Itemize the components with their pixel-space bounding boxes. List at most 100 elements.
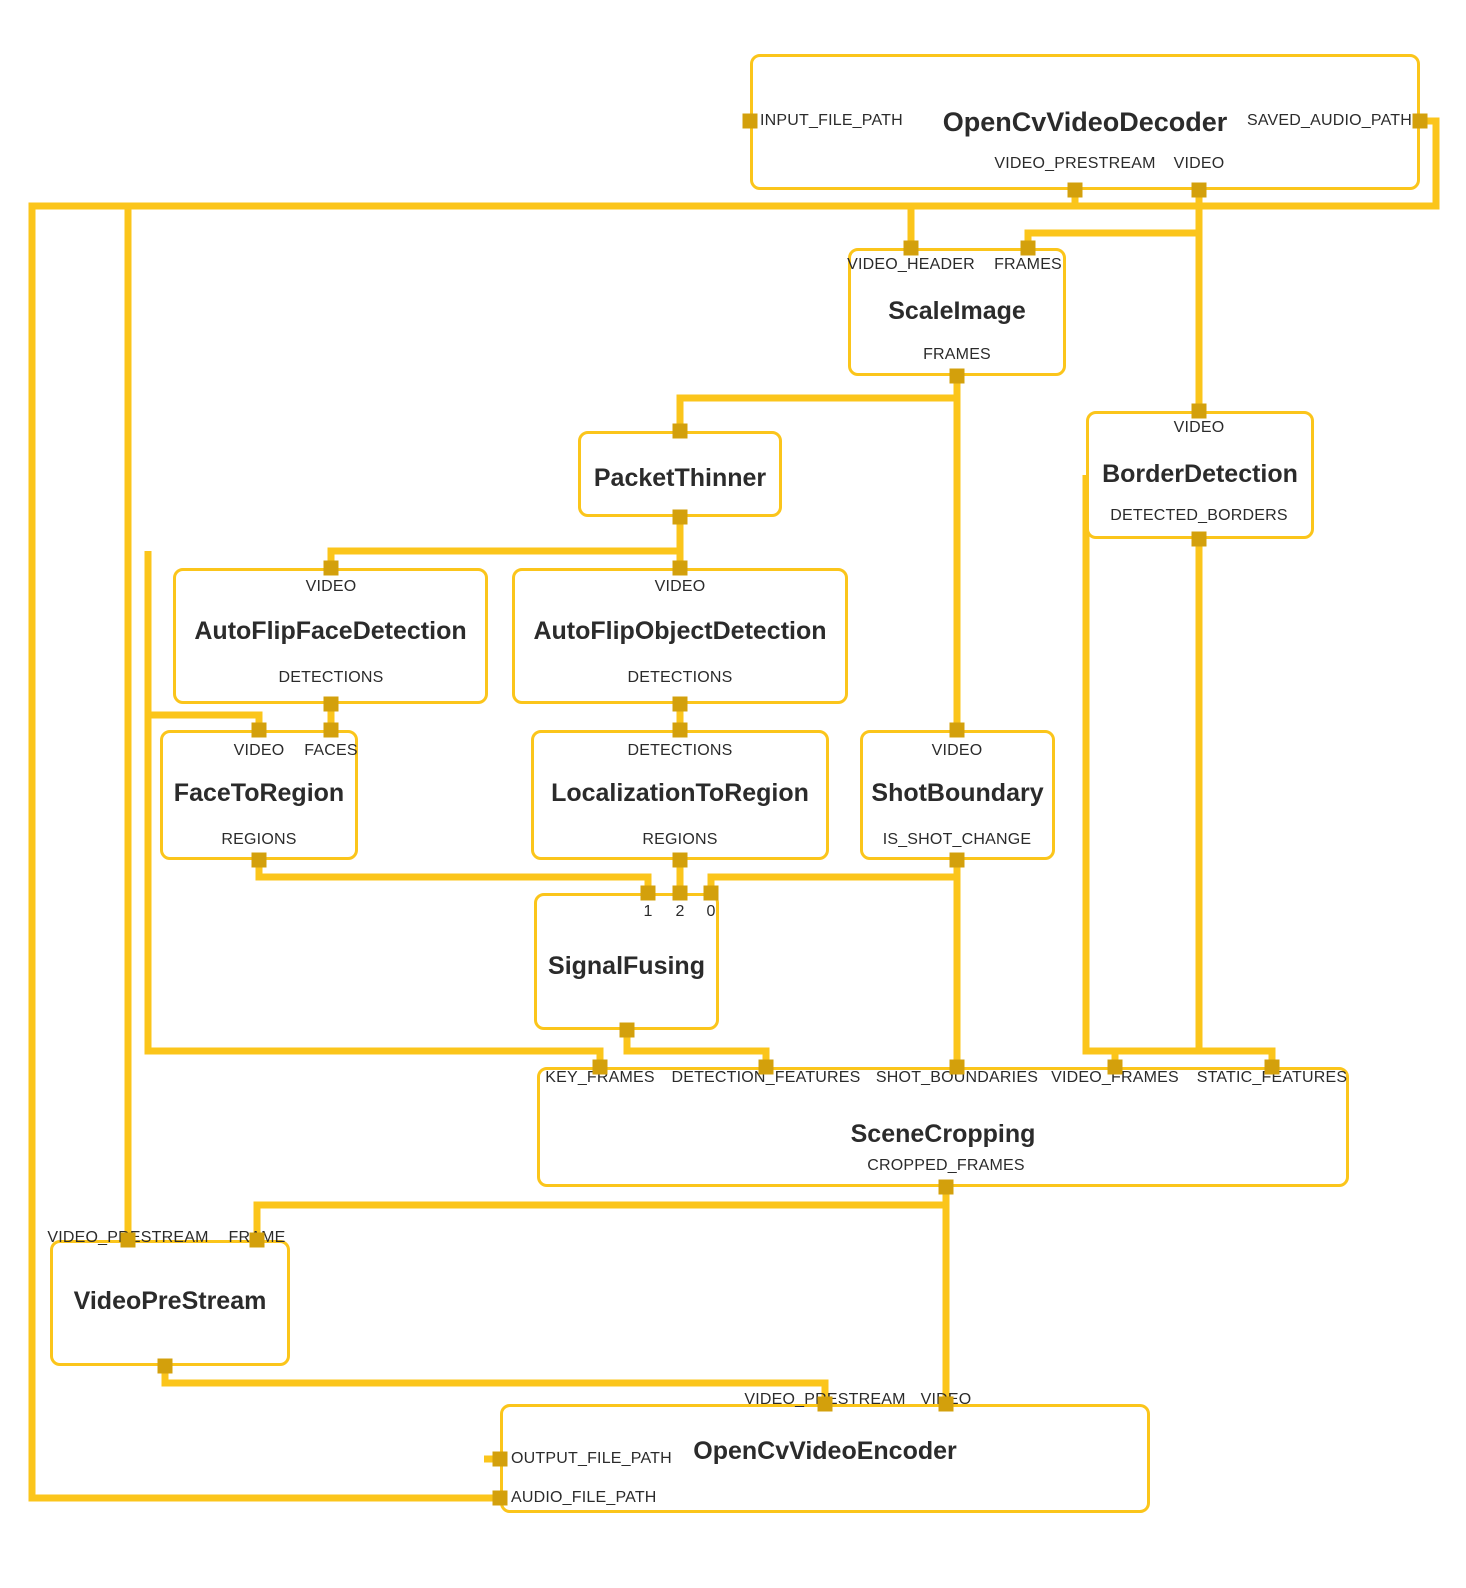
port-ove-video-prestream-in[interactable] <box>817 1396 833 1412</box>
node-title-scene-cropping: SceneCropping <box>850 1120 1036 1148</box>
node-border-detection[interactable]: BorderDetection <box>1086 411 1314 539</box>
node-title-autoflip-object-detection: AutoFlipObjectDetection <box>533 617 827 645</box>
node-title-signal-fusing: SignalFusing <box>548 952 705 980</box>
port-ove-audio-file-path[interactable] <box>492 1490 508 1506</box>
port-sb-video-in[interactable] <box>949 722 965 738</box>
port-label-ltr-regions-out: REGIONS <box>642 831 718 848</box>
port-label-ove-audio-file-path: AUDIO_FILE_PATH <box>511 1489 657 1506</box>
edge-decoder-video-to-scaleimage-frames <box>1024 190 1203 248</box>
node-scene-cropping[interactable]: SceneCropping <box>537 1067 1349 1187</box>
port-label-detected-borders-out: DETECTED_BORDERS <box>1110 507 1288 524</box>
port-ftr-regions-out[interactable] <box>251 852 267 868</box>
port-aflod-video-in[interactable] <box>672 560 688 576</box>
port-label-saved-audio-path: SAVED_AUDIO_PATH <box>1246 112 1412 129</box>
port-label-sf-in-1: 1 <box>643 903 653 920</box>
port-label-aflod-video-in: VIDEO <box>654 578 706 595</box>
port-label-video-out: VIDEO <box>1173 155 1225 172</box>
port-sf-in-2[interactable] <box>672 885 688 901</box>
port-ftr-video-in[interactable] <box>251 722 267 738</box>
node-title-opencv-video-decoder: OpenCvVideoDecoder <box>942 107 1228 137</box>
node-title-border-detection: BorderDetection <box>1102 460 1298 488</box>
port-sf-in-1[interactable] <box>640 885 656 901</box>
port-video-in[interactable] <box>1191 403 1207 419</box>
port-sf-in-0[interactable] <box>703 885 719 901</box>
port-label-ltr-detections-in: DETECTIONS <box>627 742 733 759</box>
port-label-ftr-video-in: VIDEO <box>233 742 285 759</box>
edge-decoder-prestream-to-scaleimage-header <box>907 190 1079 248</box>
port-sc-detection-features[interactable] <box>758 1059 774 1075</box>
port-video-out[interactable] <box>1191 182 1207 198</box>
edge-decoder-prestream-to-videoprestream <box>124 202 1075 1240</box>
port-sf-out[interactable] <box>619 1022 635 1038</box>
node-signal-fusing[interactable]: SignalFusing <box>534 893 719 1030</box>
port-pt-out[interactable] <box>672 509 688 525</box>
edge-border-video-rail-left <box>1082 475 1115 1055</box>
node-video-pre-stream[interactable]: VideoPreStream <box>50 1240 290 1366</box>
node-title-scale-image: ScaleImage <box>888 297 1026 325</box>
port-sc-cropped-frames[interactable] <box>938 1179 954 1195</box>
port-ltr-detections-in[interactable] <box>672 722 688 738</box>
port-label-sc-key-frames: KEY_FRAMES <box>545 1069 655 1086</box>
port-label-sf-in-2: 2 <box>675 903 685 920</box>
port-sc-shot-boundaries[interactable] <box>949 1059 965 1075</box>
node-opencv-video-decoder[interactable]: OpenCvVideoDecoder <box>750 54 1420 190</box>
node-shot-boundary[interactable]: ShotBoundary <box>860 730 1055 860</box>
port-ove-video-in[interactable] <box>938 1396 954 1412</box>
port-pt-in[interactable] <box>672 423 688 439</box>
port-label-video-prestream-out: VIDEO_PRESTREAM <box>994 155 1156 172</box>
port-detected-borders-out[interactable] <box>1191 531 1207 547</box>
node-packet-thinner[interactable]: PacketThinner <box>578 431 782 517</box>
port-vps-frame-in[interactable] <box>249 1232 265 1248</box>
port-label-sc-static-features: STATIC_FEATURES <box>1196 1069 1348 1086</box>
port-frames-out[interactable] <box>949 368 965 384</box>
port-label-frames-out: FRAMES <box>923 346 991 363</box>
node-title-localization-to-region: LocalizationToRegion <box>551 779 809 807</box>
port-sc-video-frames[interactable] <box>1107 1059 1123 1075</box>
port-aflod-detections-out[interactable] <box>672 696 688 712</box>
node-autoflip-object-detection[interactable]: AutoFlipObjectDetection <box>512 568 848 704</box>
node-title-autoflip-face-detection: AutoFlipFaceDetection <box>194 617 467 645</box>
port-label-sc-detection-features: DETECTION_FEATURES <box>671 1069 861 1086</box>
port-label-sb-is-shot-change-out: IS_SHOT_CHANGE <box>882 831 1032 848</box>
port-ftr-faces-in[interactable] <box>323 722 339 738</box>
edge-signalfusing-to-scene-detection-features <box>623 1030 770 1067</box>
port-saved-audio-path[interactable] <box>1412 113 1428 129</box>
port-sc-key-frames[interactable] <box>592 1059 608 1075</box>
port-video-header-in[interactable] <box>903 240 919 256</box>
port-label-frames-in: FRAMES <box>994 256 1062 273</box>
edge-border-detected-to-scene-video-frames <box>1111 539 1203 1067</box>
port-label-input-file-path: INPUT_FILE_PATH <box>760 112 903 129</box>
node-localization-to-region[interactable]: LocalizationToRegion <box>531 730 829 860</box>
node-opencv-video-encoder[interactable]: OpenCvVideoEncoder <box>500 1404 1150 1513</box>
port-ove-output-file-path[interactable] <box>492 1451 508 1467</box>
port-input-file-path[interactable] <box>742 113 758 129</box>
edge-shotboundary-to-signalfusing-0 <box>707 860 961 893</box>
node-title-face-to-region: FaceToRegion <box>173 779 345 807</box>
port-label-sc-video-frames: VIDEO_FRAMES <box>1051 1069 1179 1086</box>
port-label-sb-video-in: VIDEO <box>931 742 983 759</box>
port-video-prestream-out[interactable] <box>1067 182 1083 198</box>
port-label-sf-in-0: 0 <box>706 903 716 920</box>
port-label-ftr-regions-out: REGIONS <box>221 831 297 848</box>
node-title-shot-boundary: ShotBoundary <box>871 779 1044 807</box>
port-label-sc-cropped-frames: CROPPED_FRAMES <box>867 1157 1025 1174</box>
port-frames-in[interactable] <box>1020 240 1036 256</box>
node-title-video-pre-stream: VideoPreStream <box>73 1287 267 1315</box>
port-label-aflod-detections-out: DETECTIONS <box>627 669 733 686</box>
port-sb-is-shot-change-out[interactable] <box>949 852 965 868</box>
port-affd-video-in[interactable] <box>323 560 339 576</box>
port-sc-static-features[interactable] <box>1264 1059 1280 1075</box>
node-title-packet-thinner: PacketThinner <box>593 464 767 492</box>
port-vps-out[interactable] <box>157 1358 173 1374</box>
node-title-opencv-video-encoder: OpenCvVideoEncoder <box>693 1437 957 1465</box>
port-label-sc-shot-boundaries: SHOT_BOUNDARIES <box>875 1069 1039 1086</box>
port-label-affd-video-in: VIDEO <box>305 578 357 595</box>
port-label-video-in: VIDEO <box>1173 419 1225 436</box>
port-ltr-regions-out[interactable] <box>672 852 688 868</box>
edge-scene-cropped-to-videoprestream-frame <box>253 1201 946 1240</box>
port-vps-video-prestream-in[interactable] <box>120 1232 136 1248</box>
port-affd-detections-out[interactable] <box>323 696 339 712</box>
node-autoflip-face-detection[interactable]: AutoFlipFaceDetection <box>173 568 488 704</box>
